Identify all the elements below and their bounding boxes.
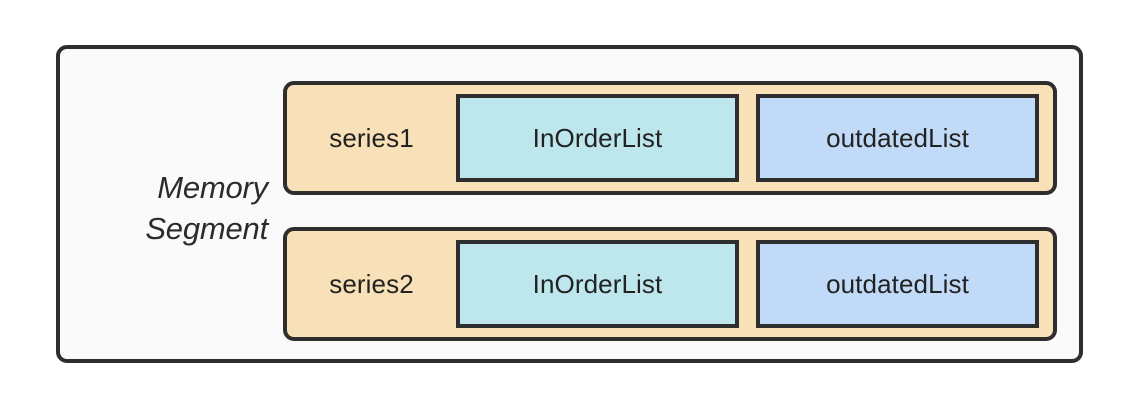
- outdated-list-box: outdatedList: [756, 240, 1039, 328]
- memory-segment-container: Memory Segment series1 InOrderList outda…: [56, 45, 1083, 363]
- inorder-list-box: InOrderList: [456, 240, 739, 328]
- series-row: series2 InOrderList outdatedList: [283, 227, 1057, 341]
- series-label: series2: [329, 268, 414, 299]
- inorder-list-box: InOrderList: [456, 94, 739, 182]
- memory-segment-label: Memory Segment: [145, 170, 268, 246]
- outdated-list-box: outdatedList: [756, 94, 1039, 182]
- series-label: series1: [329, 122, 414, 153]
- series-row: series1 InOrderList outdatedList: [283, 81, 1057, 195]
